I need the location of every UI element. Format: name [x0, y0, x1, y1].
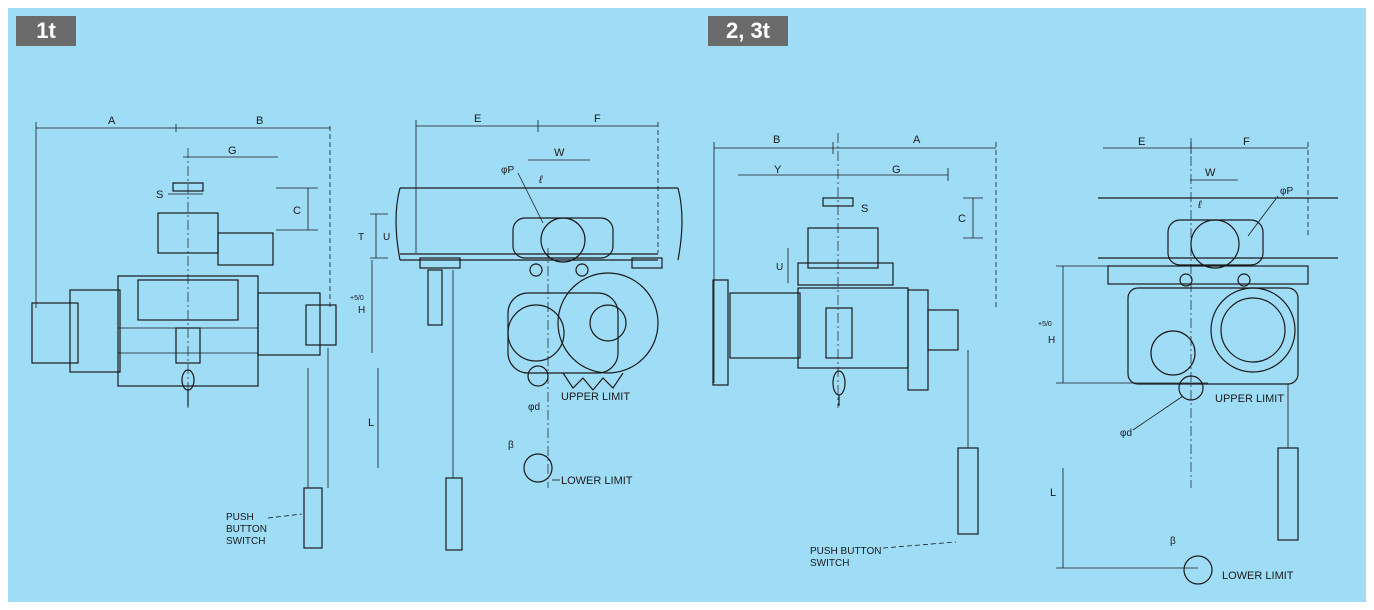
drawing-sheet: 1t 2, 3t A B G C S [8, 8, 1366, 602]
dim-label-h-1t: H [358, 305, 365, 316]
side-view-2-3t: E F W ℓ φP φd UPPER LIMI [1038, 136, 1338, 585]
dim-label-e: E [474, 113, 481, 125]
push-button-23t-line2: SWITCH [810, 558, 849, 569]
front-view-1t: A B G C S [31, 115, 337, 549]
dim-label-l-small-1t: ℓ [538, 174, 543, 186]
dim-label-c: C [293, 205, 301, 217]
dim-label-h-tol-23t: +5/0 [1038, 321, 1052, 328]
upper-limit-23t: UPPER LIMIT [1215, 393, 1284, 405]
dim-label-beta-23t: β [1170, 536, 1176, 547]
dim-label-b: B [256, 115, 263, 127]
dim-label-g-23t: G [892, 164, 901, 176]
dim-label-h-tol-1t: +5/0 [350, 295, 364, 302]
dim-label-l-small-23t: ℓ [1197, 199, 1202, 211]
dim-label-c-23t: C [958, 213, 966, 225]
push-button-1t-line1: PUSH [226, 512, 254, 523]
dim-label-g: G [228, 145, 237, 157]
lower-limit-23t: LOWER LIMIT [1222, 570, 1294, 582]
dim-label-s-23t: S [861, 203, 868, 215]
dim-label-beta-1t: β [508, 440, 514, 451]
hoist-dimension-drawings: A B G C S [31, 113, 1338, 585]
push-button-1t-line2: BUTTON [226, 524, 267, 535]
dim-label-y-23t: Y [774, 164, 782, 176]
tab-1t-label: 1t [16, 16, 76, 46]
dim-label-w-23t: W [1205, 167, 1216, 179]
dim-label-h-23t: H [1048, 335, 1055, 346]
push-button-1t-line3: SWITCH [226, 536, 265, 547]
dim-label-l-1t: L [368, 417, 374, 429]
dim-label-a-23t: A [913, 134, 921, 146]
dim-label-f-23t: F [1243, 136, 1250, 148]
tab-2-3t-label: 2, 3t [708, 16, 788, 46]
dim-label-a: A [108, 115, 116, 127]
dim-label-f: F [594, 113, 601, 125]
front-view-2-3t: B A Y G C S U [712, 133, 997, 569]
dim-label-phi-d-23t: φd [1120, 428, 1132, 439]
push-button-23t-line1: PUSH BUTTON [810, 546, 882, 557]
upper-limit-1t: UPPER LIMIT [561, 391, 630, 403]
dim-label-e-23t: E [1138, 136, 1145, 148]
dim-label-phi-p-1t: φP [501, 165, 514, 176]
dim-label-u-23t: U [776, 262, 783, 273]
dim-label-phi-p-23t: φP [1280, 186, 1293, 197]
dim-label-s: S [156, 189, 163, 201]
dim-label-phi-d-1t: φd [528, 402, 540, 413]
dim-label-l-23t: L [1050, 487, 1056, 499]
dim-label-t-1t: T [358, 232, 364, 243]
dim-label-b-23t: B [773, 134, 780, 146]
dim-label-u-1t: U [383, 232, 390, 243]
dim-label-w: W [554, 147, 565, 159]
lower-limit-1t: LOWER LIMIT [561, 475, 633, 487]
side-view-1t: E F W ℓ φP T U [350, 113, 683, 551]
